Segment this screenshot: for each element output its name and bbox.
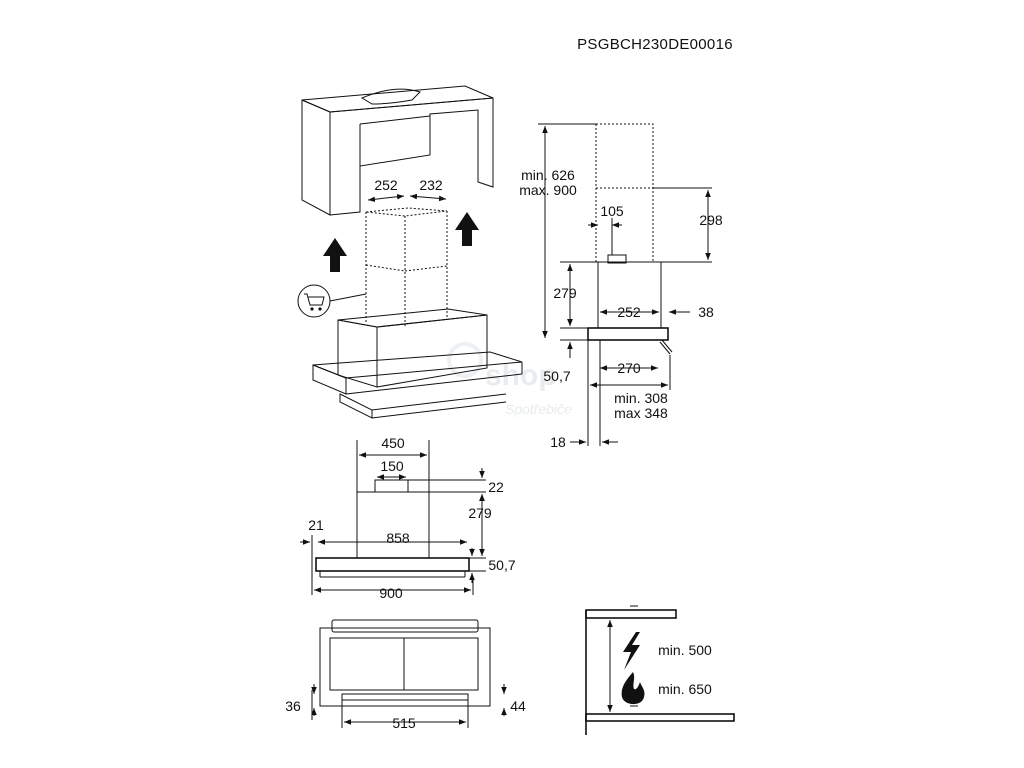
iso-dim-front: 252	[374, 177, 398, 193]
front-side-gap: 21	[308, 517, 324, 533]
hood-body	[312, 308, 523, 419]
side-min-total: min. 626	[521, 167, 575, 183]
bottom-right-gap: 44	[510, 698, 526, 714]
flame-icon	[621, 672, 645, 705]
iso-dim-side: 232	[419, 177, 443, 193]
wall-cabinet	[301, 85, 494, 216]
clearance-electric: min. 500	[658, 642, 712, 658]
front-outlet-width: 150	[380, 458, 404, 474]
front-total-width: 900	[379, 585, 403, 601]
side-max-total: max. 900	[519, 182, 577, 198]
arrow-up-icon	[455, 212, 479, 246]
front-panel-height: 50,7	[488, 557, 515, 573]
front-chimney-width: 450	[381, 435, 405, 451]
side-top-gap: 298	[699, 212, 723, 228]
watermark: shop Spotřebiče	[447, 342, 572, 417]
lightning-icon	[623, 632, 640, 670]
side-chimney-depth: 252	[617, 304, 641, 320]
watermark-sub: Spotřebiče	[505, 401, 572, 417]
arrow-up-icon	[323, 238, 347, 272]
clearance-gas: min. 650	[658, 681, 712, 697]
clearance-view: min. 500 min. 650	[585, 605, 735, 735]
side-bottom-thickness: 50,7	[543, 368, 570, 384]
side-body-depth: 270	[617, 360, 641, 376]
bottom-handle-width: 515	[392, 715, 416, 731]
front-view: 450 150 22 279 858 21 50,7 900	[300, 435, 516, 601]
side-height: 279	[553, 285, 577, 301]
side-rear-gap: 18	[550, 434, 566, 450]
bottom-left-gap: 36	[285, 698, 301, 714]
side-view: min. 626 max. 900 298 105 279 252 38 50,…	[519, 123, 723, 450]
side-extended-max: max 348	[614, 405, 668, 421]
cart-icon	[297, 284, 367, 318]
front-inner-width: 858	[386, 530, 410, 546]
side-extended-min: min. 308	[614, 390, 668, 406]
front-body-height: 279	[468, 505, 492, 521]
side-offset: 105	[600, 203, 624, 219]
bottom-view: 36 44 515	[285, 619, 526, 731]
side-front-lip: 38	[698, 304, 714, 320]
front-outlet-height: 22	[488, 479, 504, 495]
chimney-dashed	[365, 207, 448, 326]
product-code: PSGBCH230DE00016	[577, 36, 733, 53]
isometric-view: 252 232	[297, 85, 523, 419]
